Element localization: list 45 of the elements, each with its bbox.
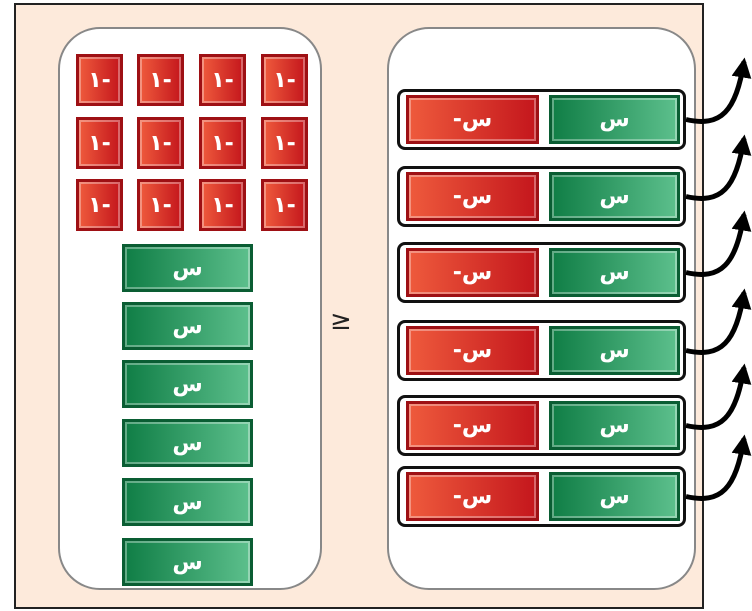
zero-pair-frame: [397, 166, 686, 227]
unit-tile: ١-: [261, 117, 308, 169]
variable-tile: -س: [406, 326, 539, 375]
curved-arrow: [686, 134, 751, 201]
unit-tile: ١-: [137, 117, 184, 169]
unit-tile: ١-: [137, 179, 184, 231]
unit-tile: ١-: [76, 117, 123, 169]
mat-panel: [58, 27, 322, 590]
variable-tile: -س: [406, 248, 539, 297]
unit-tile: ١-: [76, 54, 123, 106]
curved-arrow: [686, 434, 751, 501]
variable-tile: س: [549, 472, 680, 521]
mat-panel: [387, 27, 696, 590]
curved-arrow: [686, 288, 751, 355]
variable-tile: -س: [406, 472, 539, 521]
unit-tile: ١-: [76, 179, 123, 231]
unit-tile: ١-: [199, 179, 246, 231]
unit-tile: ١-: [137, 54, 184, 106]
unit-tile: ١-: [199, 117, 246, 169]
curved-arrow: [686, 210, 751, 277]
variable-tile: س: [122, 360, 253, 408]
variable-tile: -س: [406, 95, 539, 144]
variable-tile: س: [122, 538, 253, 586]
zero-pair-frame: [397, 395, 686, 456]
variable-tile: س: [549, 248, 680, 297]
variable-tile: س: [549, 326, 680, 375]
zero-pair-frame: [397, 320, 686, 381]
variable-tile: س: [549, 172, 680, 221]
variable-tile: س: [122, 302, 253, 350]
variable-tile: س: [122, 478, 253, 526]
variable-tile: س: [549, 95, 680, 144]
variable-tile: س: [549, 401, 680, 450]
unit-tile: ١-: [261, 54, 308, 106]
variable-tile: س: [122, 244, 253, 292]
zero-pair-frame: [397, 242, 686, 303]
variable-tile: -س: [406, 401, 539, 450]
unit-tile: ١-: [199, 54, 246, 106]
curved-arrow: [686, 58, 751, 124]
zero-pair-frame: [397, 89, 686, 150]
variable-tile: -س: [406, 172, 539, 221]
inequality-sign: ≥: [330, 306, 352, 336]
curved-arrow: [686, 364, 751, 430]
variable-tile: س: [122, 419, 253, 467]
zero-pair-frame: [397, 466, 686, 527]
unit-tile: ١-: [261, 179, 308, 231]
